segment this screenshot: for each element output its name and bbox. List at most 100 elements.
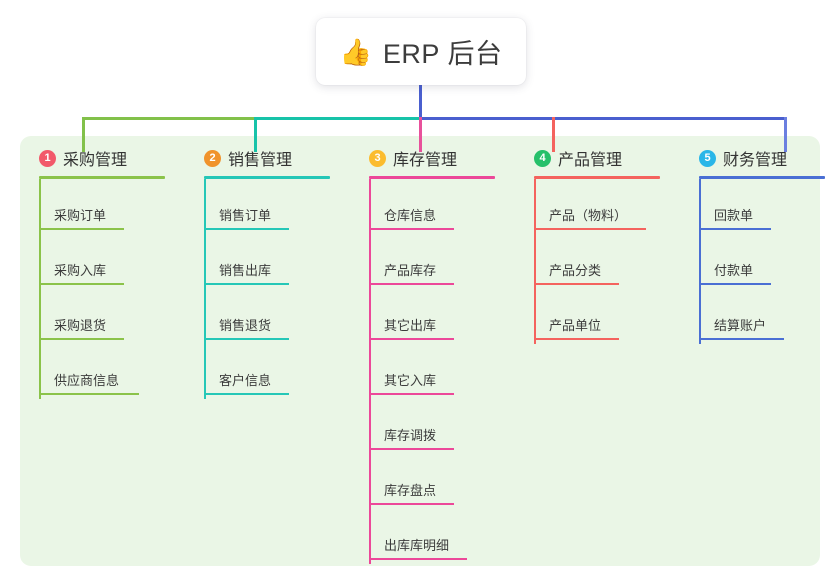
thumbs-up-icon: 👍 <box>339 36 372 67</box>
menu-item-label: 采购订单 <box>54 208 107 223</box>
menu-item-rule <box>534 283 619 285</box>
menu-item-label: 采购入库 <box>54 263 107 278</box>
column-header-rule-3 <box>369 176 495 179</box>
menu-item-label: 出库库明细 <box>384 538 450 553</box>
menu-item-rule <box>369 393 454 395</box>
menu-item[interactable]: 采购退货 <box>20 289 165 344</box>
menu-item-label: 库存调拨 <box>384 428 437 443</box>
menu-item-rule <box>204 338 289 340</box>
menu-item-label: 销售订单 <box>219 208 272 223</box>
menu-item[interactable]: 销售退货 <box>185 289 330 344</box>
menu-item-label: 产品分类 <box>549 263 602 278</box>
column-header-5[interactable]: 5 财务管理 <box>680 146 825 170</box>
menu-item[interactable]: 库存盘点 <box>350 454 495 509</box>
menu-item[interactable]: 采购入库 <box>20 234 165 289</box>
column-badge-1: 1 <box>39 149 56 167</box>
connector-drop-2 <box>254 117 257 152</box>
menu-item-label: 销售退货 <box>219 318 272 333</box>
menu-item-label: 仓库信息 <box>384 208 437 223</box>
column-items-5: 回款单付款单结算账户 <box>680 179 825 344</box>
root-node-content: 👍 ERP 后台 <box>340 32 503 71</box>
column-header-rule-1 <box>39 176 165 179</box>
column-库存管理: 3 库存管理仓库信息产品库存其它出库其它入库库存调拨库存盘点出库库明细 <box>350 146 495 564</box>
menu-item-label: 回款单 <box>714 208 754 223</box>
menu-item[interactable]: 产品库存 <box>350 234 495 289</box>
menu-item-rule <box>369 503 454 505</box>
menu-item-label: 产品（物料） <box>549 208 628 223</box>
column-spine-3 <box>369 179 371 564</box>
menu-item[interactable]: 销售订单 <box>185 179 330 234</box>
menu-item[interactable]: 销售出库 <box>185 234 330 289</box>
column-items-2: 销售订单销售出库销售退货客户信息 <box>185 179 330 399</box>
menu-item-label: 产品库存 <box>384 263 437 278</box>
menu-item-rule <box>204 393 289 395</box>
menu-item-rule <box>39 393 139 395</box>
column-spine-5 <box>699 179 701 344</box>
column-title-5: 财务管理 <box>723 152 788 169</box>
column-badge-2: 2 <box>204 149 221 167</box>
connector-segment-1 <box>83 117 255 120</box>
menu-item[interactable]: 仓库信息 <box>350 179 495 234</box>
menu-item[interactable]: 回款单 <box>680 179 825 234</box>
menu-item-rule <box>39 338 124 340</box>
menu-item[interactable]: 其它出库 <box>350 289 495 344</box>
menu-item[interactable]: 客户信息 <box>185 344 330 399</box>
menu-item-rule <box>204 283 289 285</box>
menu-item-rule <box>699 228 771 230</box>
menu-item-rule <box>369 338 454 340</box>
column-header-rule-5 <box>699 176 825 179</box>
column-财务管理: 5 财务管理回款单付款单结算账户 <box>680 146 825 344</box>
diagram-panel <box>20 136 820 566</box>
column-header-rule-2 <box>204 176 330 179</box>
menu-item-rule <box>534 338 619 340</box>
column-header-2[interactable]: 2 销售管理 <box>185 146 330 170</box>
column-销售管理: 2 销售管理销售订单销售出库销售退货客户信息 <box>185 146 330 399</box>
menu-item-label: 付款单 <box>714 263 754 278</box>
menu-item[interactable]: 库存调拨 <box>350 399 495 454</box>
root-node[interactable]: 👍 ERP 后台 <box>316 18 526 85</box>
menu-item-rule <box>39 283 124 285</box>
root-title: ERP 后台 <box>382 39 503 69</box>
column-title-3: 库存管理 <box>393 152 458 169</box>
column-badge-5: 5 <box>699 149 716 167</box>
menu-item[interactable]: 产品分类 <box>515 234 660 289</box>
column-spine-2 <box>204 179 206 399</box>
menu-item[interactable]: 付款单 <box>680 234 825 289</box>
menu-item-label: 结算账户 <box>714 318 767 333</box>
column-header-3[interactable]: 3 库存管理 <box>350 146 495 170</box>
menu-item-rule <box>534 228 646 230</box>
column-badge-3: 3 <box>369 149 386 167</box>
connector-drop-1 <box>82 117 85 152</box>
menu-item-rule <box>369 228 454 230</box>
column-spine-1 <box>39 179 41 399</box>
menu-item-rule <box>699 283 771 285</box>
menu-item[interactable]: 供应商信息 <box>20 344 165 399</box>
menu-item-rule <box>204 228 289 230</box>
menu-item[interactable]: 出库库明细 <box>350 509 495 564</box>
column-badge-4: 4 <box>534 149 551 167</box>
menu-item[interactable]: 产品单位 <box>515 289 660 344</box>
menu-item[interactable]: 结算账户 <box>680 289 825 344</box>
column-items-4: 产品（物料） 产品分类产品单位 <box>515 179 660 344</box>
menu-item-rule <box>39 228 124 230</box>
connector-segment-2 <box>255 117 420 120</box>
column-spine-4 <box>534 179 536 344</box>
menu-item[interactable]: 采购订单 <box>20 179 165 234</box>
menu-item-rule <box>369 283 454 285</box>
menu-item-label: 其它出库 <box>384 318 437 333</box>
menu-item[interactable]: 其它入库 <box>350 344 495 399</box>
connector-segment-3 <box>420 117 785 120</box>
menu-item[interactable]: 产品（物料） <box>515 179 660 234</box>
menu-item-label: 客户信息 <box>219 373 272 388</box>
menu-item-label: 采购退货 <box>54 318 107 333</box>
connector-drop-3 <box>419 117 422 152</box>
connector-drop-4 <box>552 117 555 152</box>
menu-item-label: 产品单位 <box>549 318 602 333</box>
column-title-2: 销售管理 <box>228 152 293 169</box>
connector-drop-5 <box>784 117 787 152</box>
column-header-rule-4 <box>534 176 660 179</box>
